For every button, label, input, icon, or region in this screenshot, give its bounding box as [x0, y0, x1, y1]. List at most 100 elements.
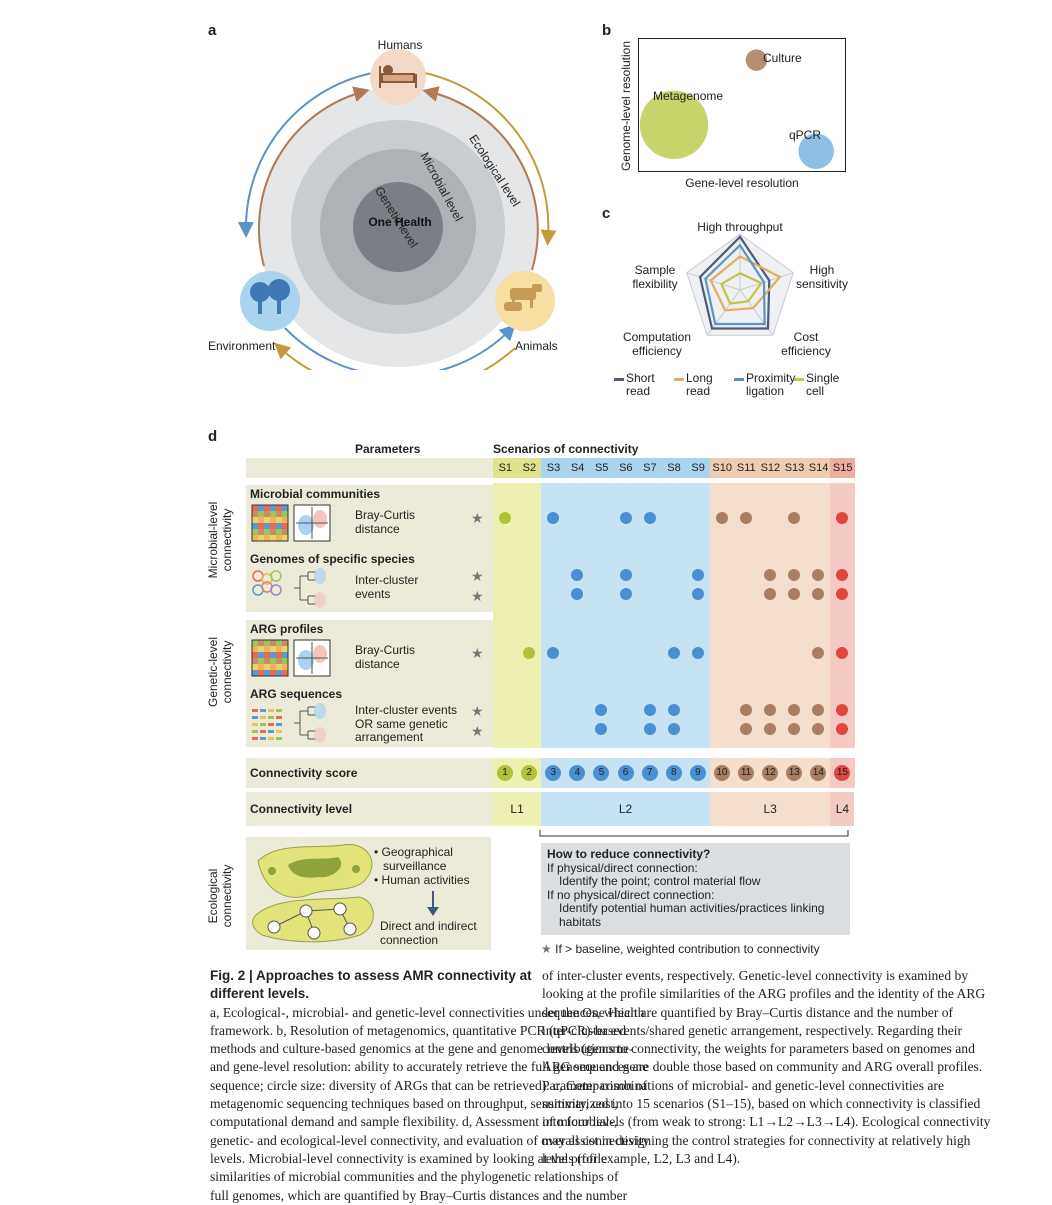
legend-label: cell: [806, 384, 825, 398]
scenario-dot: [523, 647, 536, 659]
legend-label: ligation: [746, 384, 785, 398]
side-line: connectivity: [220, 508, 234, 572]
caption-right-line: ARG sequences are double those based on …: [542, 1059, 983, 1075]
scenario-column-S5: [589, 483, 614, 748]
caption-left-line: similarities of microbial communities an…: [210, 1169, 619, 1185]
scenario-dot: [667, 723, 680, 735]
arrow-humans-env: [237, 71, 379, 238]
bed-icon: [379, 65, 417, 88]
scenario-dot: [836, 588, 849, 600]
score-badge-6: 6: [617, 765, 634, 781]
row-icon-1: [250, 568, 340, 608]
scenario-header-S1: S1: [493, 458, 518, 478]
eco-bullet-surveillance: surveillance: [383, 859, 447, 873]
environment-label: Environment: [208, 339, 276, 353]
scenario-header-S12: S12: [758, 458, 783, 478]
scenario-dot: [740, 512, 753, 524]
caption-left-line: full genomes, which are quantified by Br…: [210, 1187, 628, 1203]
star-icon: ★: [471, 723, 484, 739]
scenario-dot: [836, 723, 849, 735]
scenario-dot: [619, 588, 632, 600]
scenario-dot: [547, 512, 560, 524]
radar-series-short-read: [698, 235, 771, 330]
metric-line: arrangement: [355, 730, 424, 744]
bubble-metagenome: [639, 90, 709, 159]
star-icon: ★: [471, 645, 484, 661]
scenario-column-S4: [565, 483, 590, 748]
score-badge-11: 11: [738, 765, 755, 781]
down-arrow-icon: [427, 891, 439, 916]
scenario-column-S6: [613, 483, 639, 748]
radar-series-single-cell: [719, 271, 763, 305]
arrow-humans-animals: [419, 71, 557, 246]
scenario-header-S5: S5: [589, 458, 614, 478]
score-badge-15: 15: [834, 765, 851, 781]
phylogeny-icon: [252, 568, 326, 608]
eco-bullets: • Geographical surveillance • Human acti…: [374, 845, 470, 887]
level-cell-L4: L4: [830, 792, 855, 826]
scenario-dot: [571, 569, 584, 581]
scenario-dot: [715, 512, 728, 524]
metric-line: Inter-cluster events: [355, 703, 458, 717]
score-badge-10: 10: [713, 765, 730, 781]
scenario-header-S3: S3: [541, 458, 566, 478]
metric-line: Bray-Curtis: [355, 643, 416, 657]
metric-line: events: [355, 586, 391, 601]
scenario-dot: [788, 569, 801, 581]
scenario-column-S11: [734, 483, 759, 748]
radar-spoke-4: [686, 272, 741, 291]
score-badge-1: 1: [497, 765, 514, 781]
scenario-column-S12: [758, 483, 783, 748]
radar-axis-text: flexibility: [632, 277, 678, 291]
caption-right-line: sequences, which are quantified by Bray–…: [542, 1004, 954, 1020]
scenario-column-S15: [830, 483, 855, 748]
legend-swatch: [674, 378, 684, 381]
tree-icon: [250, 279, 290, 314]
legend-label: Short: [626, 371, 655, 385]
scenario-dot: [619, 569, 632, 581]
reduce-title: How to reduce connectivity?: [547, 847, 711, 861]
scenario-dot: [740, 723, 753, 735]
radar-axis-text: Sample: [634, 263, 676, 277]
ecological-box: • Geographical surveillance • Human acti…: [246, 837, 491, 950]
caption-left-line: framework. b, Resolution of metagenomics…: [210, 1022, 627, 1038]
level-row-bg: [246, 792, 493, 826]
metric-line: distance: [355, 656, 400, 671]
scenario-dot: [812, 723, 825, 735]
caption-right-line: contributions to connectivity, the weigh…: [542, 1041, 975, 1057]
bubble-label-culture: Culture: [763, 51, 802, 65]
reduce-line-5: habitats: [559, 914, 602, 929]
scenario-dot: [836, 512, 849, 524]
caption-right-line: inter-cluster events/shared genetic arra…: [542, 1022, 963, 1038]
scenario-dot: [691, 647, 704, 659]
score-badge-12: 12: [762, 765, 779, 781]
reduce-connectivity-box: How to reduce connectivity? If physical/…: [541, 843, 850, 935]
scenario-dot: [667, 704, 680, 716]
scenario-dot: [764, 723, 777, 735]
caption-left-line: sequence; circle size: diversity of ARGs…: [210, 1077, 648, 1093]
row-icon-2: [250, 638, 340, 678]
panel-d-letter: d: [208, 428, 218, 445]
scenario-dot: [788, 723, 801, 735]
scenario-column-S13: [782, 483, 807, 748]
scenario-dot: [499, 512, 512, 524]
caption-left-line: computational demand and sample flexibil…: [210, 1114, 618, 1130]
bubble-label-qpcr: qPCR: [789, 128, 822, 142]
header-strip: [246, 458, 493, 478]
score-badge-7: 7: [641, 765, 658, 781]
level-cell-L2: L2: [541, 792, 710, 826]
caption-right-line: of inter-cluster events, respectively. G…: [542, 968, 969, 983]
caption-left-line: genetic- and ecological-level connectivi…: [210, 1132, 650, 1148]
radar-axis-text: Computation: [622, 330, 692, 344]
scenario-dot: [643, 723, 656, 735]
scenario-header-S7: S7: [637, 458, 663, 478]
eco-bullet-geographical: Geographical: [381, 845, 453, 859]
bubble-culture: [745, 49, 768, 71]
scenario-dot: [836, 647, 849, 659]
scenario-dot: [812, 704, 825, 716]
row-title-3: ARG sequences: [250, 687, 343, 701]
